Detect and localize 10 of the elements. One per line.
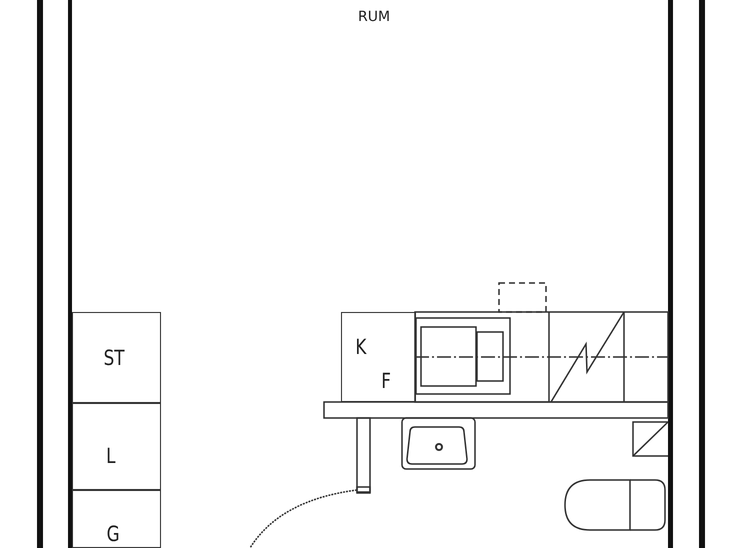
cabinet [72, 312, 161, 403]
cabinet [341, 312, 416, 402]
cabinet [72, 490, 161, 548]
cabinet-label: F [381, 371, 391, 392]
cabinet-label: G [106, 524, 120, 545]
room-label: RUM [358, 9, 390, 25]
cabinet-label: ST [104, 348, 125, 369]
cabinet-label: L [106, 446, 116, 467]
cabinet-label: K [355, 337, 366, 358]
cabinet [72, 403, 161, 490]
